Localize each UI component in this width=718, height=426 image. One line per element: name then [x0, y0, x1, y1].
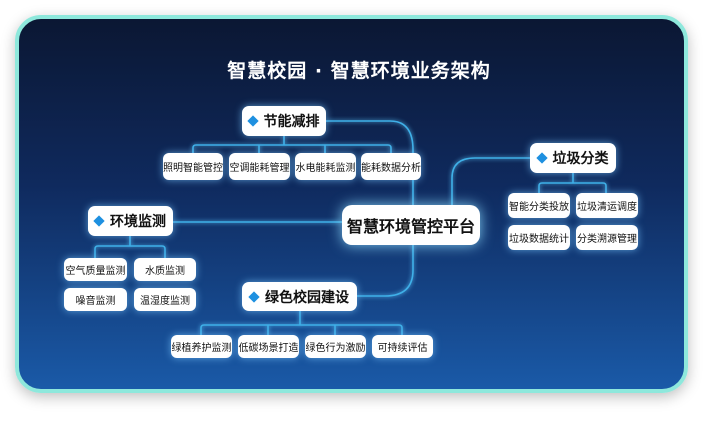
leaf-node[interactable]: 绿植养护监测 — [171, 335, 232, 358]
leaf-label: 空气质量监测 — [65, 266, 126, 277]
center-node[interactable]: 智慧环境管控平台 — [342, 205, 480, 245]
leaf-label: 空调能耗管理 — [229, 163, 290, 174]
connector-energy-children — [192, 136, 392, 153]
branch-label: 绿色校园建设 — [265, 289, 349, 306]
leaf-label: 垃圾数据统计 — [509, 234, 569, 245]
leaf-node[interactable]: 垃圾数据统计 — [508, 225, 570, 250]
leaf-label: 可持续评估 — [377, 343, 428, 354]
leaf-node[interactable]: 温湿度监测 — [134, 288, 196, 311]
leaf-label: 温湿度监测 — [140, 296, 190, 307]
diamond-icon — [246, 115, 259, 127]
leaf-label: 智能分类投放 — [509, 202, 569, 213]
diamond-icon — [248, 290, 260, 303]
branch-energy[interactable]: 节能减排 — [242, 106, 326, 136]
leaf-node[interactable]: 能耗数据分析 — [361, 153, 421, 180]
leaf-node[interactable]: 智能分类投放 — [508, 193, 570, 218]
leaf-node[interactable]: 分类溯源管理 — [576, 225, 638, 250]
leaf-node[interactable]: 绿色行为激励 — [305, 335, 366, 358]
leaf-label: 低碳场景打造 — [238, 343, 299, 354]
center-label: 智慧环境管控平台 — [346, 217, 475, 236]
branch-label: 环境监测 — [110, 214, 166, 230]
connector-green-children — [200, 311, 403, 335]
leaf-label: 绿色行为激励 — [305, 343, 366, 354]
branch-label: 节能减排 — [263, 114, 320, 130]
leaf-node[interactable]: 垃圾清运调度 — [576, 193, 638, 218]
connector-garbage-children — [538, 173, 607, 193]
diagram-frame — [15, 15, 688, 393]
leaf-node[interactable]: 低碳场景打造 — [238, 335, 299, 358]
connector-green — [357, 245, 414, 297]
leaf-node[interactable]: 空气质量监测 — [64, 258, 127, 281]
leaf-node[interactable]: 水电能耗监测 — [295, 153, 356, 180]
branch-garbage[interactable]: 垃圾分类 — [530, 143, 616, 173]
leaf-label: 照明智能管控 — [163, 163, 223, 174]
branch-label: 垃圾分类 — [552, 151, 609, 167]
diamond-icon — [93, 215, 105, 227]
leaf-node[interactable]: 水质监测 — [134, 258, 196, 281]
diagram-title: 智慧校园 · 智慧环境业务架构 — [227, 60, 491, 82]
connector-garbage — [451, 157, 530, 205]
leaf-label: 水质监测 — [145, 266, 185, 277]
leaf-label: 垃圾清运调度 — [577, 202, 637, 213]
diamond-icon — [535, 152, 548, 164]
connector-energy — [326, 120, 414, 205]
leaf-label: 能耗数据分析 — [361, 163, 421, 174]
leaf-label: 绿植养护监测 — [171, 343, 232, 354]
leaf-label: 噪音监测 — [75, 296, 116, 307]
leaf-node[interactable]: 空调能耗管理 — [229, 153, 290, 180]
leaf-node[interactable]: 照明智能管控 — [163, 153, 223, 180]
connector-env-children — [94, 236, 166, 258]
leaf-label: 水电能耗监测 — [295, 163, 356, 174]
leaf-label: 分类溯源管理 — [577, 234, 637, 245]
leaf-node[interactable]: 可持续评估 — [372, 335, 433, 358]
branch-env[interactable]: 环境监测 — [88, 206, 173, 236]
leaf-node[interactable]: 噪音监测 — [64, 288, 127, 311]
branch-green[interactable]: 绿色校园建设 — [242, 282, 357, 311]
